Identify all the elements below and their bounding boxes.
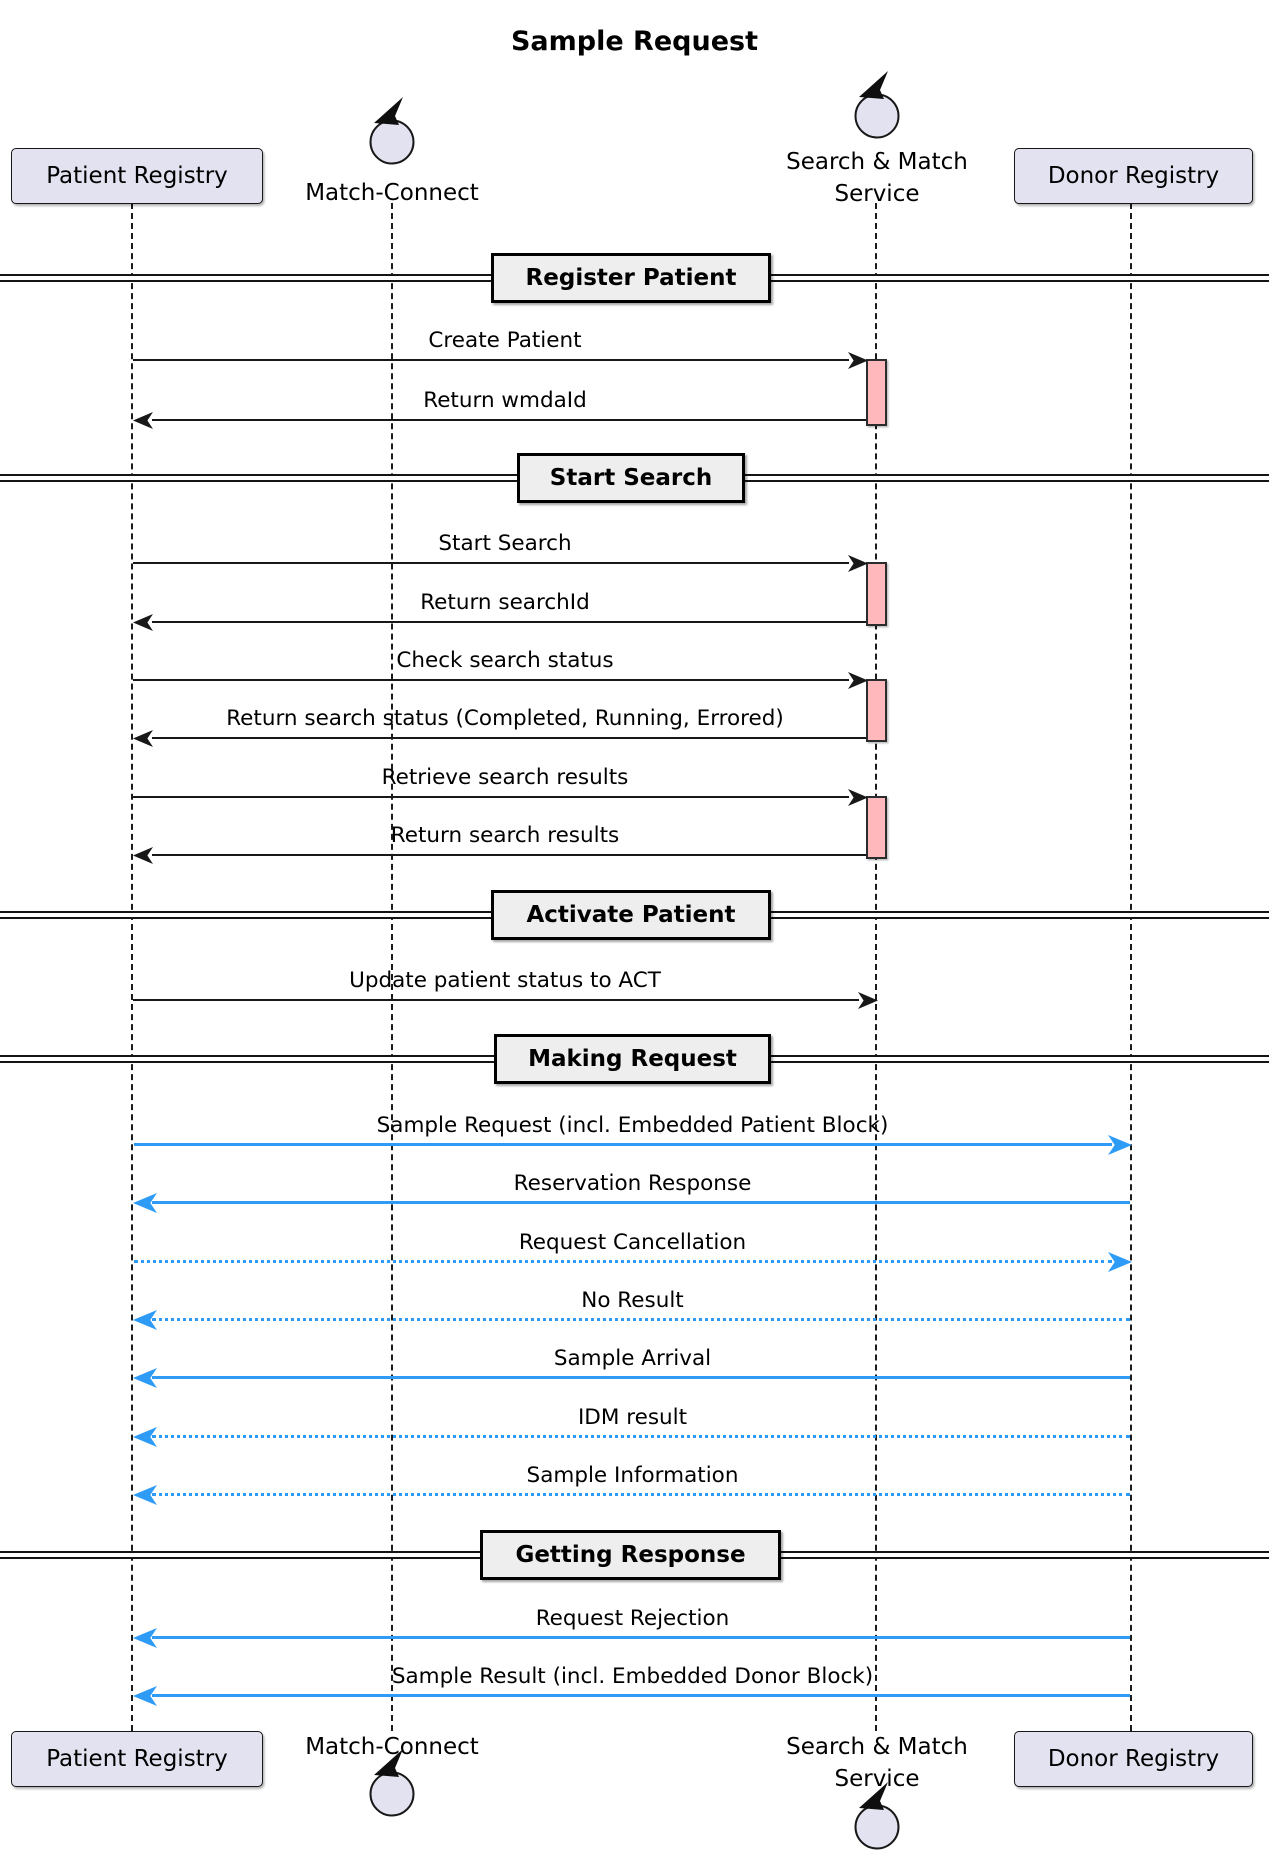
arrowhead-right-icon xyxy=(848,555,868,572)
lifeline-search-match-service xyxy=(875,203,877,1731)
message-line xyxy=(133,562,849,564)
activation-bar xyxy=(866,796,887,859)
participant-label: Donor Registry xyxy=(1047,1746,1220,1772)
participant-label: Donor Registry xyxy=(1047,163,1220,189)
activation-bar xyxy=(866,359,887,426)
msg-request-rejection-label: Request Rejection xyxy=(535,1606,730,1631)
message-line xyxy=(133,796,849,798)
message-line xyxy=(134,1260,1112,1263)
participant-bottom-patient-registry: Patient Registry xyxy=(11,1731,263,1787)
msg-create-patient-label: Create Patient xyxy=(428,328,582,353)
divider-label: Getting Response xyxy=(515,1542,746,1568)
msg-idm-result-label: IDM result xyxy=(577,1405,688,1430)
msg-no-result-label: No Result xyxy=(581,1288,684,1313)
divider-making-request: Making Request xyxy=(494,1034,771,1084)
divider-getting-response: Getting Response xyxy=(480,1530,781,1580)
arrowhead-right-icon xyxy=(848,672,868,689)
divider-label: Making Request xyxy=(528,1046,737,1072)
message-line xyxy=(152,1636,1130,1639)
participant-bottom-match-connect: Match-Connect xyxy=(305,1734,479,1760)
participant-label: Patient Registry xyxy=(46,1746,228,1772)
message-line xyxy=(152,1376,1130,1379)
diagram-title: Sample Request xyxy=(510,26,759,57)
participant-bottom-search-match-line1: Search & Match xyxy=(786,1734,968,1760)
activation-bar xyxy=(866,562,887,626)
divider-start-search: Start Search xyxy=(517,453,745,503)
participant-top-match-connect: Match-Connect xyxy=(305,180,479,206)
participant-label: Patient Registry xyxy=(46,163,228,189)
participant-top-search-match-line1: Search & Match xyxy=(786,149,968,175)
participant-bottom-donor-registry: Donor Registry xyxy=(1014,1731,1253,1787)
divider-label: Register Patient xyxy=(525,265,737,291)
message-line xyxy=(152,854,866,856)
msg-return-search-status-label: Return search status (Completed, Running… xyxy=(226,706,784,731)
msg-reservation-response-label: Reservation Response xyxy=(513,1171,752,1196)
msg-return-search-results-label: Return search results xyxy=(390,823,620,848)
msg-sample-arrival-label: Sample Arrival xyxy=(553,1346,712,1371)
arrowhead-right-icon xyxy=(848,789,868,806)
lifeline-patient-registry xyxy=(131,203,133,1731)
message-line xyxy=(152,419,866,421)
msg-retrieve-search-results-label: Retrieve search results xyxy=(381,765,629,790)
arrowhead-left-icon xyxy=(133,412,153,429)
participant-top-donor-registry: Donor Registry xyxy=(1014,148,1253,204)
message-line xyxy=(133,679,849,681)
msg-return-searchid-label: Return searchId xyxy=(420,590,590,615)
msg-start-search-label: Start Search xyxy=(438,531,572,556)
message-line xyxy=(133,999,859,1001)
message-line xyxy=(133,359,849,361)
control-icon xyxy=(854,71,900,139)
message-line xyxy=(152,621,866,623)
message-line xyxy=(152,1318,1130,1321)
message-line xyxy=(152,1201,1130,1204)
msg-return-wmdaid-label: Return wmdaId xyxy=(423,388,587,413)
message-line xyxy=(134,1143,1112,1146)
lifeline-match-connect xyxy=(391,203,393,1731)
control-icon xyxy=(369,97,415,165)
message-line xyxy=(152,737,866,739)
message-line xyxy=(152,1493,1130,1496)
msg-sample-request-label: Sample Request (incl. Embedded Patient B… xyxy=(376,1113,889,1138)
msg-request-cancellation-label: Request Cancellation xyxy=(518,1230,747,1255)
arrowhead-left-icon xyxy=(133,847,153,864)
control-icon xyxy=(854,1782,900,1850)
divider-label: Activate Patient xyxy=(526,902,736,928)
divider-label: Start Search xyxy=(549,465,713,491)
activation-bar xyxy=(866,679,887,742)
message-line xyxy=(152,1694,1130,1697)
msg-sample-information-label: Sample Information xyxy=(526,1463,739,1488)
lifeline-donor-registry xyxy=(1130,203,1132,1731)
msg-update-patient-status-label: Update patient status to ACT xyxy=(349,968,661,993)
participant-top-search-match-line2: Service xyxy=(834,181,920,207)
participant-bottom-search-match-line2: Service xyxy=(834,1766,920,1792)
msg-check-search-status-label: Check search status xyxy=(396,648,614,673)
control-icon xyxy=(369,1749,415,1817)
divider-activate-patient: Activate Patient xyxy=(491,890,771,940)
arrowhead-right-icon xyxy=(848,352,868,369)
participant-top-patient-registry: Patient Registry xyxy=(11,148,263,204)
message-line xyxy=(152,1435,1130,1438)
divider-register-patient: Register Patient xyxy=(491,253,771,303)
msg-sample-result-label: Sample Result (incl. Embedded Donor Bloc… xyxy=(391,1664,874,1689)
arrowhead-left-icon xyxy=(133,730,153,747)
arrowhead-left-icon xyxy=(133,614,153,631)
